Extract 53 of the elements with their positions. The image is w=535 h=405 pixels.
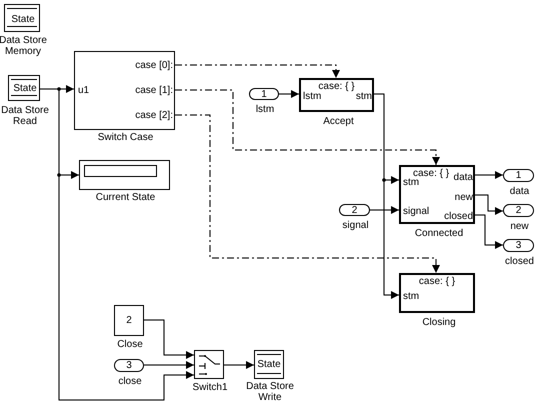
- block-text: new: [454, 192, 473, 203]
- block-text: case: { }: [318, 81, 356, 92]
- block-text: case [1]:: [134, 85, 173, 96]
- block-name: new: [509, 221, 530, 232]
- signal-line: [474, 194, 504, 215]
- block-text: 2: [514, 205, 522, 216]
- block-name: Data Store Memory: [0, 35, 48, 57]
- block-text: State: [12, 83, 38, 94]
- signal-line: [224, 361, 254, 369]
- block-text: 1: [260, 89, 268, 100]
- block-name: data: [508, 186, 530, 197]
- block-text: stm: [354, 91, 372, 102]
- signal-line: [278, 90, 300, 98]
- block-name: Current State: [94, 192, 156, 203]
- block-name: Accept: [322, 116, 355, 127]
- block-name: signal: [341, 220, 370, 231]
- signal-line: [370, 206, 400, 214]
- block-text: 1: [514, 170, 522, 181]
- trigger-line: [174, 90, 440, 166]
- block-text: 3: [514, 240, 522, 251]
- trigger-line: [174, 114, 440, 274]
- block-text: case: { }: [418, 276, 456, 287]
- block-text: data: [452, 172, 473, 183]
- signal-line: [144, 361, 194, 369]
- signal-line: [474, 171, 504, 179]
- signal-line: [374, 94, 400, 299]
- block-text: stm: [403, 291, 420, 302]
- block-text: case: { }: [413, 168, 450, 179]
- block-name: closed: [504, 256, 535, 267]
- signal-line: [144, 320, 194, 359]
- block-name: close: [117, 376, 143, 387]
- block-text: signal: [403, 206, 430, 217]
- block-name: Data Store Read: [0, 105, 50, 127]
- block-name: Close: [116, 339, 144, 350]
- block-name: Connected: [414, 228, 464, 239]
- block-text: case [0]:: [134, 60, 173, 71]
- block-text: 2: [350, 205, 358, 216]
- block-text: closed: [443, 211, 473, 222]
- block-text: stm: [403, 177, 420, 188]
- block-name: Closing: [421, 317, 457, 328]
- block-text: 2: [125, 315, 133, 326]
- block-name: Switch1: [191, 382, 228, 393]
- block-text: State: [256, 359, 282, 370]
- signal-line: [474, 214, 504, 249]
- block-text: lstm: [303, 91, 322, 102]
- block-name: lstm: [254, 104, 276, 115]
- block-text: case [2]:: [134, 110, 173, 121]
- trigger-line: [174, 64, 340, 78]
- block-text: 3: [125, 360, 133, 371]
- block-name: Switch Case: [96, 132, 154, 143]
- block-text: u1: [78, 85, 90, 96]
- block-name: Data Store Write: [245, 381, 295, 403]
- block-text: State: [10, 14, 36, 25]
